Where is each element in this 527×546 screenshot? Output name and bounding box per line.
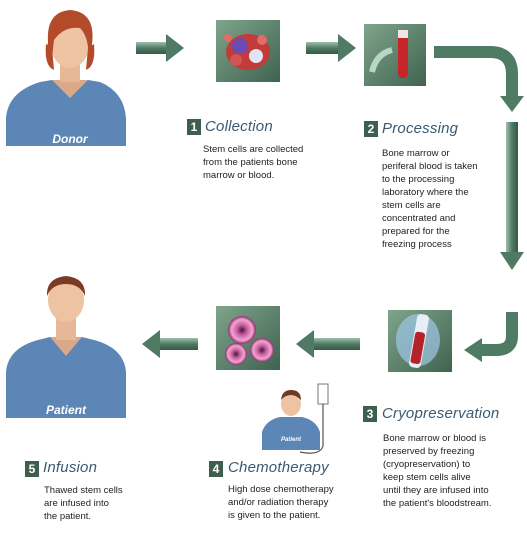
step-5-description: Thawed stem cells are infused into the p… [44, 484, 154, 523]
step-4-number: 4 [209, 461, 223, 477]
step-4-line: High dose chemotherapy [228, 483, 360, 496]
step-2-line: periferal blood is taken [382, 160, 512, 173]
cryopreservation-image [388, 310, 452, 372]
step-2-title: Processing [382, 120, 458, 137]
step-3-title: Cryopreservation [382, 405, 499, 422]
step-3-number: 3 [363, 406, 377, 422]
step-1-description: Stem cells are collected from the patien… [203, 143, 353, 182]
step-2-line: concentrated and [382, 212, 512, 225]
step-3-line: (cryopreservation) to [383, 458, 523, 471]
step-2-description: Bone marrow or periferal blood is taken … [382, 147, 512, 251]
patient-label: Patient [30, 403, 102, 417]
step-4-line: is given to the patient. [228, 509, 360, 522]
arrow-collection-to-processing [306, 34, 356, 62]
step-5-number: 5 [25, 461, 39, 477]
patient-figure [6, 276, 126, 418]
chemotherapy-cells-image [216, 306, 280, 370]
donor-label: Donor [36, 132, 104, 146]
step-2-line: prepared for the [382, 225, 512, 238]
step-3-line: keep stem cells alive [383, 471, 523, 484]
step-5-title: Infusion [43, 459, 97, 476]
arrow-chemo-to-infusion [142, 330, 198, 358]
step-2-line: to the processing [382, 173, 512, 186]
arrow-donor-to-collection [136, 34, 184, 62]
step-2-line: Bone marrow or [382, 147, 512, 160]
step-5-line: are infused into [44, 497, 154, 510]
step-2-line: stem cells are [382, 199, 512, 212]
step-3-line: until they are infused into [383, 484, 523, 497]
collection-image [216, 20, 280, 82]
step-3-line: preserved by freezing [383, 445, 523, 458]
step-1-line: marrow or blood. [203, 169, 353, 182]
step-4-description: High dose chemotherapy and/or radiation … [228, 483, 360, 522]
step-1-number: 1 [187, 119, 201, 135]
arrow-cryo-to-chemo [296, 330, 360, 358]
step-3-description: Bone marrow or blood is preserved by fre… [383, 432, 523, 510]
small-patient-label: Patient [274, 437, 308, 443]
donor-figure [6, 10, 126, 146]
step-2-number: 2 [364, 121, 378, 137]
step-4-line: and/or radiation therapy [228, 496, 360, 509]
arrow-to-cryopreservation [464, 312, 512, 362]
step-3-line: the patient's bloodstream. [383, 497, 523, 510]
step-5-line: Thawed stem cells [44, 484, 154, 497]
step-2-line: laboratory where the [382, 186, 512, 199]
processing-image [364, 24, 426, 86]
step-1-title: Collection [205, 118, 273, 135]
step-5-line: the patient. [44, 510, 154, 523]
step-4-title: Chemotherapy [228, 459, 329, 476]
step-1-line: Stem cells are collected [203, 143, 353, 156]
step-2-line: freezing process [382, 238, 512, 251]
step-3-line: Bone marrow or blood is [383, 432, 523, 445]
step-1-line: from the patients bone [203, 156, 353, 169]
